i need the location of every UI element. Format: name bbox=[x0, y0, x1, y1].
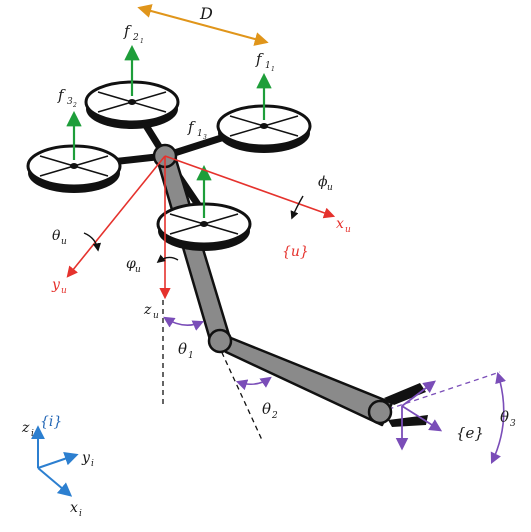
roll-rotation-arrow bbox=[290, 195, 304, 220]
thrust-label-3: f 3 2 bbox=[57, 86, 77, 109]
pitch-rotation-arrow bbox=[83, 232, 102, 252]
body-x-axis bbox=[164, 155, 336, 219]
rotor-3-icon bbox=[26, 144, 122, 193]
body-y-axis bbox=[66, 155, 166, 278]
svg-text:1: 1 bbox=[271, 66, 275, 73]
svg-text:u: u bbox=[327, 183, 333, 193]
rotor-spacing-dimension bbox=[137, 4, 269, 46]
thrust-label-2: f 2 1 bbox=[123, 22, 144, 45]
manipulator-link-2 bbox=[214, 330, 394, 427]
svg-text:3: 3 bbox=[67, 97, 73, 107]
svg-text:i: i bbox=[91, 459, 94, 469]
svg-text:i: i bbox=[79, 509, 82, 519]
rotor-4-icon bbox=[156, 202, 252, 251]
svg-text:z: z bbox=[143, 302, 152, 318]
svg-text:1: 1 bbox=[265, 61, 271, 71]
end-effector-angle-arc bbox=[490, 371, 506, 465]
svg-text:2: 2 bbox=[72, 102, 77, 109]
joint-2-angle-label: θ 2 bbox=[262, 400, 278, 421]
svg-text:θ: θ bbox=[178, 340, 187, 358]
svg-text:z: z bbox=[21, 420, 30, 436]
svg-text:u: u bbox=[61, 286, 67, 296]
rotor-spacing-label: D bbox=[199, 4, 213, 23]
pitch-angle-label: θ u bbox=[52, 228, 67, 247]
gripper-icon bbox=[384, 383, 428, 427]
inertial-z-axis-label: z i bbox=[21, 420, 34, 439]
joint-1-angle-arc bbox=[163, 316, 205, 331]
svg-text:f: f bbox=[123, 22, 132, 40]
end-effector-angle-label: θ 3 bbox=[500, 408, 516, 429]
svg-text:f: f bbox=[187, 118, 196, 136]
rotor-1-icon bbox=[216, 104, 312, 153]
svg-text:2: 2 bbox=[271, 411, 278, 421]
svg-text:2: 2 bbox=[132, 33, 139, 43]
svg-text:y: y bbox=[51, 277, 61, 293]
svg-text:f: f bbox=[57, 86, 66, 104]
svg-text:3: 3 bbox=[203, 134, 207, 141]
svg-text:x: x bbox=[70, 500, 78, 516]
inertial-y-axis bbox=[37, 452, 79, 469]
svg-text:u: u bbox=[153, 311, 159, 321]
roll-angle-label: ϕ u bbox=[318, 174, 333, 193]
svg-text:u: u bbox=[135, 265, 141, 275]
joint-2-angle-arc bbox=[235, 376, 272, 391]
svg-text:1: 1 bbox=[197, 129, 203, 139]
svg-text:1: 1 bbox=[188, 351, 194, 361]
inertial-x-axis-label: x i bbox=[70, 500, 82, 519]
svg-text:u: u bbox=[345, 225, 351, 235]
svg-text:θ: θ bbox=[52, 228, 61, 244]
svg-text:1: 1 bbox=[140, 38, 144, 45]
body-z-axis-label: z u bbox=[143, 302, 159, 321]
svg-text:θ: θ bbox=[500, 408, 509, 426]
joint-1-angle-label: θ 1 bbox=[178, 340, 194, 361]
thrust-label-1: f 1 1 bbox=[255, 50, 275, 73]
inertial-frame-label: {i} bbox=[40, 414, 62, 430]
svg-text:y: y bbox=[81, 450, 91, 466]
inertial-y-axis-label: y i bbox=[81, 450, 94, 469]
svg-text:φ: φ bbox=[126, 256, 136, 272]
arm-joint-1-icon bbox=[207, 328, 233, 354]
body-x-axis-label: x u bbox=[336, 216, 351, 235]
svg-text:ϕ: ϕ bbox=[318, 174, 328, 190]
thrust-label-4: f 1 3 bbox=[187, 118, 207, 141]
end-effector-reference-line bbox=[379, 371, 501, 413]
end-effector-frame-label: {e} bbox=[456, 424, 484, 442]
svg-text:3: 3 bbox=[510, 419, 516, 429]
end-effector-axis-2 bbox=[401, 380, 437, 407]
svg-text:x: x bbox=[336, 216, 344, 232]
body-y-axis-label: y u bbox=[51, 277, 67, 296]
svg-text:f: f bbox=[255, 50, 264, 68]
end-effector-axis-3 bbox=[401, 405, 443, 432]
inertial-x-axis bbox=[37, 467, 73, 497]
yaw-rotation-arrow bbox=[156, 254, 179, 264]
svg-text:u: u bbox=[61, 237, 67, 247]
arm-joint-2-icon bbox=[367, 399, 393, 425]
svg-text:θ: θ bbox=[262, 400, 271, 418]
body-frame-label: {u} bbox=[282, 244, 309, 260]
yaw-angle-label: φ u bbox=[126, 256, 141, 275]
svg-text:i: i bbox=[31, 429, 34, 439]
